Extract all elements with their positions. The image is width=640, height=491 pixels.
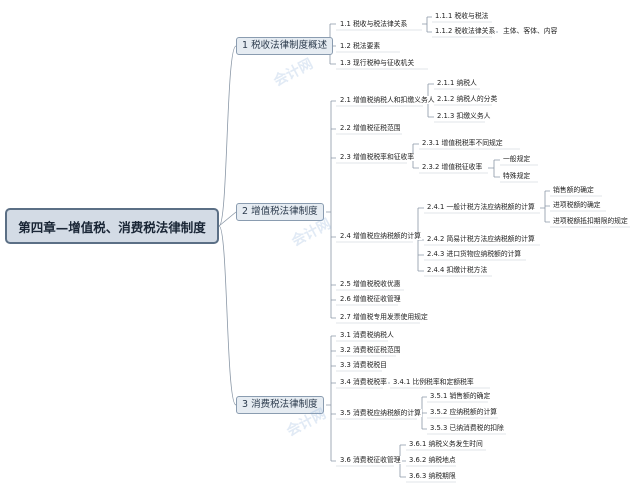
node-2-7: 2.7 增值税专用发票使用规定 xyxy=(339,313,429,321)
node-1-3: 1.3 现行税种与征收机关 xyxy=(339,59,416,67)
node-2-6: 2.6 增值税征收管理 xyxy=(339,295,402,303)
node-2-2: 2.2 增值税征税范围 xyxy=(339,124,402,132)
node-3-6-2: 3.6.2 纳税地点 xyxy=(408,456,457,464)
node-2-3-1: 2.3.1 增值税税率不同规定 xyxy=(421,139,504,147)
node-2-1-3: 2.1.3 扣缴义务人 xyxy=(436,112,492,120)
main-node-1: 1 税收法律制度概述 xyxy=(236,37,334,55)
link-241-children xyxy=(540,190,550,223)
node-2-4: 2.4 增值税应纳税额的计算 xyxy=(339,232,422,240)
node-3-4-1: 3.4.1 比例税率和定额税率 xyxy=(392,378,475,386)
node-1-2: 1.2 税法要素 xyxy=(339,42,382,50)
node-3-6: 3.6 消费税征收管理 xyxy=(339,456,402,464)
node-2-4-1-a: 销售额的确定 xyxy=(552,186,595,194)
node-3-2: 3.2 消费税征税范围 xyxy=(339,346,402,354)
link-232-children xyxy=(488,159,500,178)
node-3-5-1: 3.5.1 销售额的确定 xyxy=(429,392,492,400)
node-2-3: 2.3 增值税税率和征收率 xyxy=(339,153,416,161)
node-2-4-4: 2.4.4 扣缴计税方法 xyxy=(426,266,489,274)
main-node-3: 3 消费税法律制度 xyxy=(236,396,324,414)
node-1-1-2: 1.1.2 税收法律关系 xyxy=(434,27,497,35)
node-2-4-1: 2.4.1 一般计税方法应纳税额的计算 xyxy=(426,203,536,211)
main-node-2: 2 增值税法律制度 xyxy=(236,203,324,221)
node-2-4-1-b: 进项税额的确定 xyxy=(552,201,602,209)
node-2-4-3: 2.4.3 进口货物应纳税额的计算 xyxy=(426,250,523,258)
link-11-children xyxy=(422,16,432,33)
node-2-1-1: 2.1.1 纳税人 xyxy=(436,79,478,87)
link-root-m2 xyxy=(218,211,237,227)
link-root-m3 xyxy=(218,225,237,406)
node-2-3-2-special: 特殊规定 xyxy=(502,172,532,180)
link-m2-children xyxy=(326,100,336,319)
node-2-1: 2.1 增值税纳税人和扣缴义务人 xyxy=(339,96,436,104)
node-3-5-3: 3.5.3 已纳消费税的扣除 xyxy=(429,424,505,432)
node-3-4: 3.4 消费税税率 xyxy=(339,378,388,386)
node-2-3-2: 2.3.2 增值税征收率 xyxy=(421,163,484,171)
node-3-3: 3.3 消费税税目 xyxy=(339,361,388,369)
underlines xyxy=(336,21,630,483)
node-2-5: 2.5 增值税税收优惠 xyxy=(339,280,402,288)
node-2-4-1-c: 进项税额抵扣期限的规定 xyxy=(552,217,629,225)
node-1-1-1: 1.1.1 税收与税法 xyxy=(434,12,490,20)
node-2-3-2-general: 一般规定 xyxy=(502,155,532,163)
node-1-1: 1.1 税收与税法律关系 xyxy=(339,20,409,28)
link-root-m1 xyxy=(218,45,237,227)
node-3-5: 3.5 消费税应纳税额的计算 xyxy=(339,409,422,417)
node-3-1: 3.1 消费税纳税人 xyxy=(339,331,395,339)
root-node: 第四章—增值税、消费税法律制度 xyxy=(5,208,219,244)
node-3-6-1: 3.6.1 纳税义务发生时间 xyxy=(408,440,484,448)
node-3-6-3: 3.6.3 纳税期限 xyxy=(408,472,457,480)
node-2-1-2: 2.1.2 纳税人的分类 xyxy=(436,95,499,103)
node-2-4-2: 2.4.2 简易计税方法应纳税额的计算 xyxy=(426,235,536,243)
link-m3-children xyxy=(326,335,336,462)
node-3-5-2: 3.5.2 应纳税额的计算 xyxy=(429,408,499,416)
node-1-1-2-leaf: 主体、客体、内容 xyxy=(502,27,559,35)
